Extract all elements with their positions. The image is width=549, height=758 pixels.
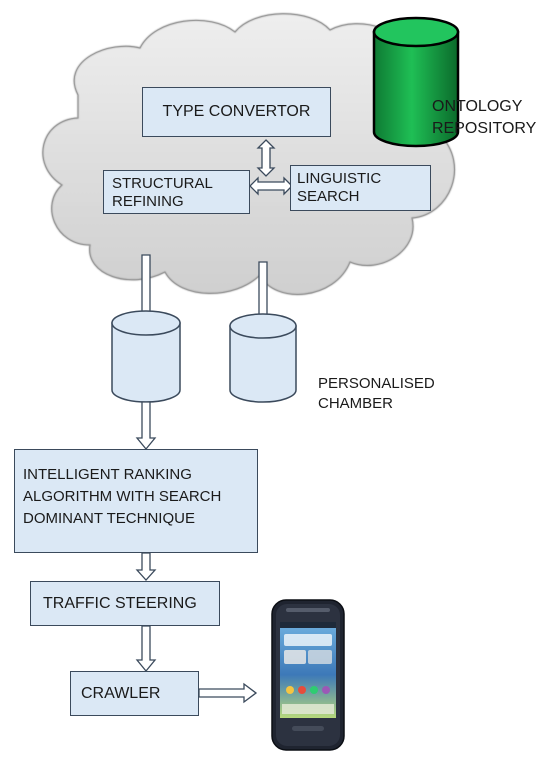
arrow-crawler-to-phone (198, 682, 258, 704)
chamber-cylinder-right (229, 313, 297, 403)
chamber-cylinder-left (111, 310, 181, 403)
personalised-chamber-label: PERSONALISED CHAMBER (318, 375, 435, 412)
vertical-double-arrow (256, 139, 276, 177)
structural-refining-box: STRUCTURAL REFINING (103, 170, 250, 214)
crawler-label: CRAWLER (81, 684, 161, 702)
ranking-algorithm-label: INTELLIGENT RANKING ALGORITHM WITH SEARC… (23, 466, 222, 527)
ontology-repository-cylinder (372, 16, 460, 148)
arrow-ranking-to-traffic (135, 552, 157, 581)
linguistic-search-box: LINGUISTIC SEARCH (290, 165, 431, 211)
type-convertor-label: TYPE CONVERTOR (162, 103, 311, 120)
linguistic-search-label: LINGUISTIC SEARCH (297, 170, 382, 205)
ontology-repository-label: ONTOLOGY REPOSITORY (432, 98, 537, 137)
smartphone-icon (271, 599, 345, 751)
type-convertor-box: TYPE CONVERTOR (142, 87, 331, 137)
arrow-chamber-to-ranking (135, 401, 157, 451)
ranking-algorithm-box: INTELLIGENT RANKING ALGORITHM WITH SEARC… (14, 449, 258, 553)
cloud-shape (42, 13, 456, 296)
structural-refining-label: STRUCTURAL REFINING (112, 175, 213, 210)
crawler-box: CRAWLER (70, 671, 199, 716)
traffic-steering-label: TRAFFIC STEERING (43, 594, 197, 612)
arrow-traffic-to-crawler (135, 625, 157, 673)
traffic-steering-box: TRAFFIC STEERING (30, 581, 220, 626)
